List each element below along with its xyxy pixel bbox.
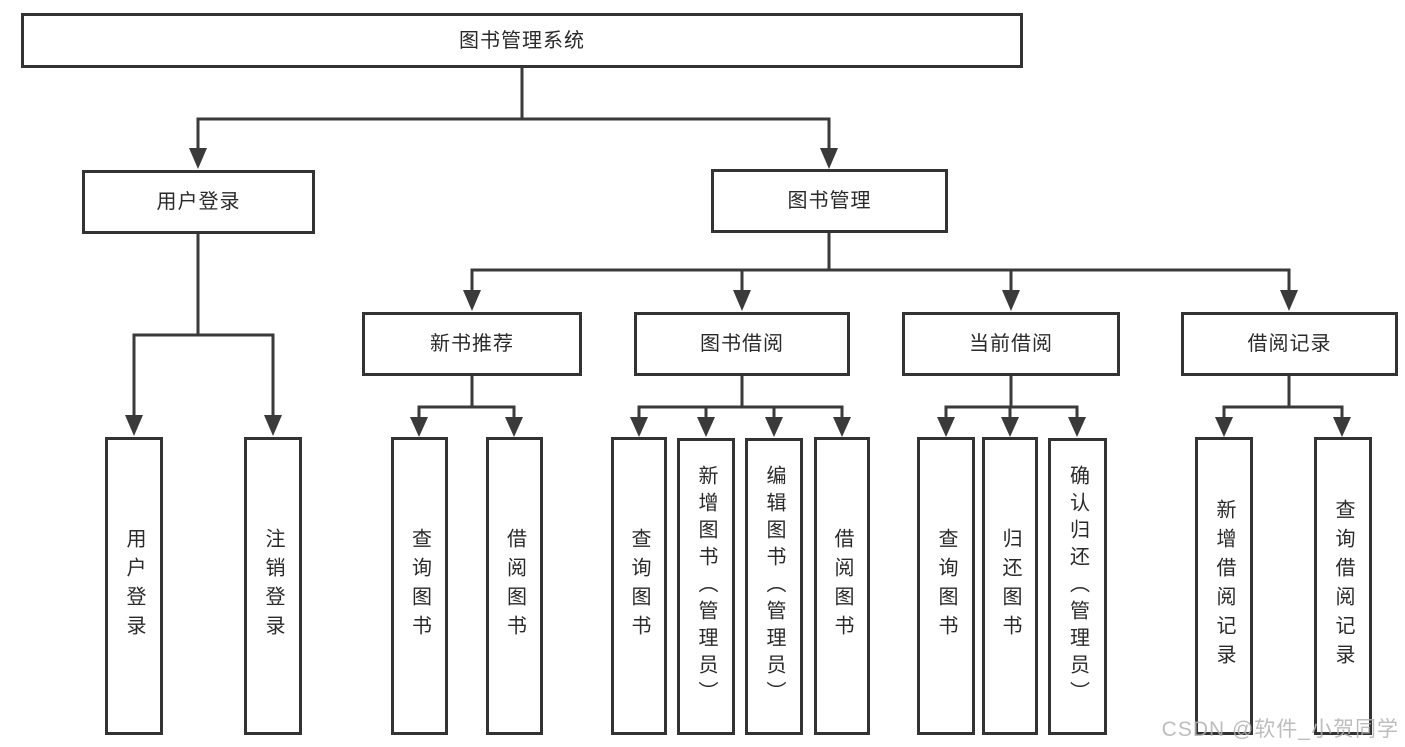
leaf-edit-book-admin: 编辑图书（管理员） [745, 438, 803, 735]
leaf-add-book-admin: 新增图书（管理员） [677, 438, 735, 735]
leaf-confirm-return-admin: 确认归还（管理员） [1048, 438, 1107, 735]
leaf-borrow-books-recommend: 借阅图书 [486, 437, 543, 735]
node-library-management-system: 图书管理系统 [21, 13, 1023, 68]
leaf-logout: 注销登录 [244, 437, 302, 735]
leaf-query-books-borrowing: 查询图书 [611, 437, 667, 735]
node-new-book-recommendation: 新书推荐 [362, 312, 582, 376]
leaf-user-login: 用户登录 [105, 437, 163, 735]
node-book-management: 图书管理 [711, 169, 948, 233]
node-user-login: 用户登录 [82, 170, 315, 234]
leaf-return-books: 归还图书 [982, 437, 1038, 735]
leaf-query-books-recommend: 查询图书 [391, 437, 448, 735]
leaf-borrow-books-borrowing: 借阅图书 [814, 437, 870, 735]
node-current-borrowing: 当前借阅 [902, 312, 1120, 376]
node-book-borrowing: 图书借阅 [634, 312, 850, 376]
watermark: CSDN @软件_小贺同学 [1161, 718, 1399, 741]
leaf-add-borrowing-record: 新增借阅记录 [1195, 437, 1253, 735]
leaf-query-borrowing-record: 查询借阅记录 [1314, 437, 1372, 735]
leaf-query-books-current: 查询图书 [917, 437, 975, 735]
node-borrowing-records: 借阅记录 [1181, 312, 1398, 376]
